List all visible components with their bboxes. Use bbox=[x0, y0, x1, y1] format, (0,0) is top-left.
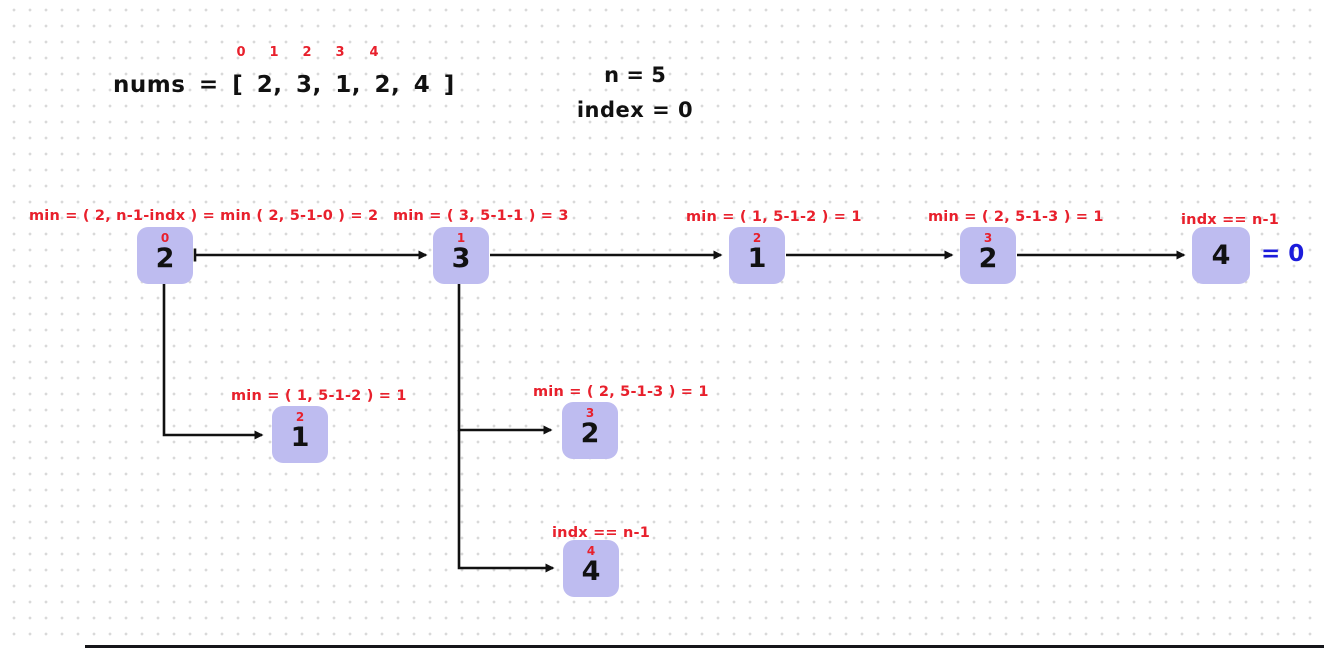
annotation-node1: min = ( 3, 5-1-1 ) = 3 bbox=[393, 208, 569, 224]
node-value: 2 bbox=[978, 243, 998, 274]
bottom-edge-bar bbox=[85, 645, 1324, 648]
node-box-2: 2 1 bbox=[729, 227, 785, 284]
arrow-node1-down2 bbox=[457, 284, 553, 435]
node-index-label: 2 bbox=[752, 231, 762, 245]
node-index-label: 3 bbox=[983, 231, 993, 245]
nums-index-0: 0 bbox=[236, 45, 246, 60]
annotation-node5: min = ( 1, 5-1-2 ) = 1 bbox=[231, 388, 407, 404]
node-box-0: 0 2 bbox=[137, 227, 193, 284]
node-box-4: 4 bbox=[1192, 227, 1250, 284]
arrow-node1-down4 bbox=[457, 430, 555, 573]
node-value: 2 bbox=[155, 243, 175, 274]
node-index-label: 3 bbox=[585, 406, 595, 420]
var-index: index = 0 bbox=[576, 98, 694, 122]
nums-array-label: nums = [ 2, 3, 1, 2, 4 ] bbox=[113, 72, 455, 98]
node-index-label: 2 bbox=[295, 410, 305, 424]
node-index-label: 1 bbox=[456, 231, 466, 245]
node-box-3: 3 2 bbox=[960, 227, 1016, 284]
node-value: 2 bbox=[580, 418, 600, 449]
node-box-5: 2 1 bbox=[272, 406, 328, 463]
node-value: 1 bbox=[290, 422, 310, 453]
nums-index-2: 2 bbox=[302, 45, 312, 60]
node-box-6: 3 2 bbox=[562, 402, 618, 459]
node-box-1: 1 3 bbox=[433, 227, 489, 284]
result-value: = 0 bbox=[1261, 241, 1305, 267]
node-value: 4 bbox=[581, 556, 601, 587]
annotation-node2: min = ( 1, 5-1-2 ) = 1 bbox=[686, 209, 862, 225]
annotation-node7: indx == n-1 bbox=[552, 525, 651, 541]
annotation-node4: indx == n-1 bbox=[1181, 212, 1280, 228]
node-value: 4 bbox=[1211, 240, 1231, 271]
node-box-7: 4 4 bbox=[563, 540, 619, 597]
variables-block: n = 5 index = 0 bbox=[510, 63, 760, 122]
var-n: n = 5 bbox=[604, 63, 666, 87]
annotation-node6: min = ( 2, 5-1-3 ) = 1 bbox=[533, 384, 709, 400]
node-value: 1 bbox=[747, 243, 767, 274]
annotation-node0: min = ( 2, n-1-indx ) = min ( 2, 5-1-0 )… bbox=[29, 208, 379, 224]
nums-index-1: 1 bbox=[269, 45, 279, 60]
arrow-node0-down1 bbox=[162, 284, 264, 440]
node-index-label: 4 bbox=[586, 544, 596, 558]
nums-index-3: 3 bbox=[335, 45, 345, 60]
node-index-label: 0 bbox=[160, 231, 170, 245]
nums-index-4: 4 bbox=[369, 45, 379, 60]
node-value: 3 bbox=[451, 243, 471, 274]
annotation-node3: min = ( 2, 5-1-3 ) = 1 bbox=[928, 209, 1104, 225]
